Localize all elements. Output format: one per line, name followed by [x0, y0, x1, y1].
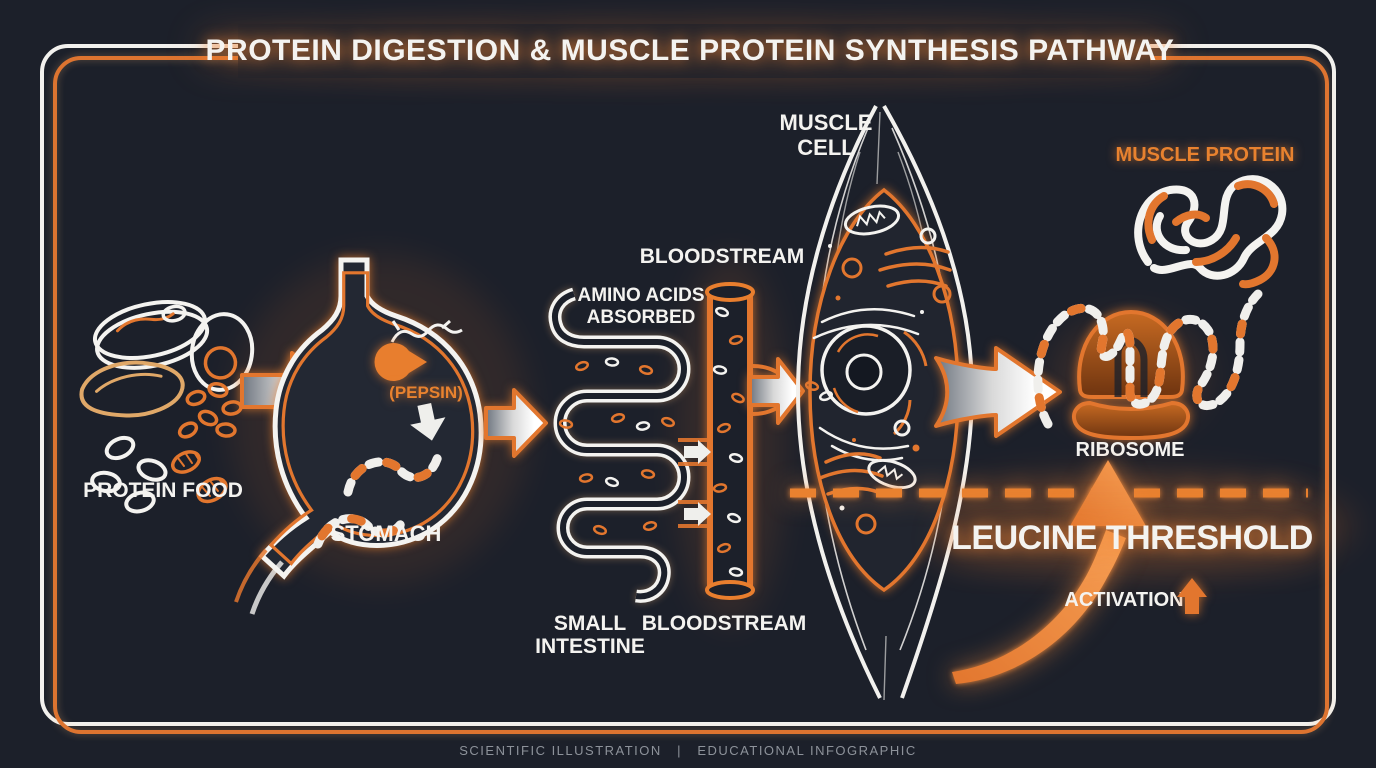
protein-ribbon-orange-segments — [1144, 180, 1279, 289]
mitochondria-icon-bottom — [867, 458, 917, 490]
page-title: PROTEIN DIGESTION & MUSCLE PROTEIN SYNTH… — [206, 34, 1175, 67]
title-band — [238, 24, 1150, 78]
muscle-protein-icon — [1134, 175, 1287, 289]
white-beans-icon — [90, 435, 168, 514]
amino-acid-chain-icon — [1033, 289, 1263, 429]
intestine-amino-acids — [558, 357, 676, 536]
organelle-ring-icon-2 — [932, 284, 952, 304]
organelle-ring-icon-3 — [855, 513, 877, 535]
nucleolus-icon — [845, 353, 883, 391]
bloodstream-bottom-label: BLOODSTREAM — [642, 612, 807, 635]
leucine-threshold-label: LEUCINE THRESHOLD — [951, 519, 1313, 557]
protein-food-icon — [79, 300, 255, 514]
meat-cut-icon — [79, 360, 185, 418]
peptide-chain-icon — [313, 451, 443, 549]
beans-icon — [177, 382, 243, 439]
small-intestine-icon — [548, 287, 691, 603]
ribosome-small-subunit — [1071, 400, 1191, 441]
activation-up-arrow-icon — [1177, 578, 1207, 614]
organelle-dots — [828, 244, 924, 511]
bloodstream-tube-top-opening — [705, 282, 755, 302]
bloodstream-branch-left — [678, 438, 708, 528]
intestine-tube-inner — [552, 291, 687, 600]
bloodstream-amino-acids — [712, 306, 745, 577]
vesicle-icon-1 — [919, 227, 937, 245]
bloodstream-top-label: BLOODSTREAM — [640, 245, 805, 268]
flow-arrow-blood-to-muscle — [748, 357, 805, 425]
chain-beads-white — [1033, 289, 1263, 429]
bloodstream-tube-icon — [678, 282, 784, 600]
bloodstream-tube-bottom-opening — [705, 580, 755, 600]
muscle-cell-label-line2: CELL — [797, 135, 854, 160]
duodenum-line-white — [249, 560, 284, 615]
pepsin-enzyme-icon — [374, 343, 427, 381]
ribosome-label: RIBOSOME — [1076, 439, 1185, 461]
nucleus-inner-arcs — [832, 333, 879, 414]
pepsin-digestion-arrow-icon — [410, 402, 446, 441]
muscle-cell-label-line1: MUSCLE — [780, 110, 873, 135]
flow-arrow-muscle-to-ribosome — [934, 346, 1062, 438]
stomach-label: STOMACH — [331, 521, 442, 546]
vesicle-icon-2 — [893, 419, 911, 437]
protein-ribbon-white-2 — [1152, 212, 1190, 255]
absorption-arrow-icon-1 — [684, 440, 711, 464]
activation-label: ACTIVATION — [1064, 589, 1183, 611]
flow-arrow-stomach-to-intestine — [484, 388, 548, 458]
activation-swoosh-arrow — [952, 460, 1146, 684]
pepsin-label: (PEPSIN) — [389, 383, 463, 402]
protein-squiggle-icon — [390, 319, 463, 343]
duodenum-line-orange — [234, 548, 268, 603]
amino-acids-label-line2: ABSORBED — [587, 307, 696, 328]
footer-caption: SCIENTIFIC ILLUSTRATION | EDUCATIONAL IN… — [459, 743, 917, 758]
nuts-icon — [171, 450, 228, 504]
swoosh-arrowhead — [1070, 460, 1146, 526]
protein-ribbon-white — [1134, 175, 1287, 280]
cell-entry-amino-acids — [804, 381, 834, 402]
protein-food-label: PROTEIN FOOD — [83, 479, 243, 502]
amino-acids-label-line1: AMINO ACIDS — [577, 285, 704, 306]
small-intestine-label-line1: SMALL — [554, 612, 626, 635]
organelle-ring-icon-1 — [841, 257, 863, 279]
swoosh-tail — [952, 530, 1126, 684]
egg-icon — [189, 312, 255, 392]
small-intestine-label-line2: INTESTINE — [535, 635, 645, 658]
stomach-icon — [234, 257, 484, 615]
muscle-protein-label: MUSCLE PROTEIN — [1116, 144, 1295, 166]
mitochondria-icon-top — [843, 204, 901, 236]
absorption-arrow-icon-2 — [684, 502, 711, 526]
